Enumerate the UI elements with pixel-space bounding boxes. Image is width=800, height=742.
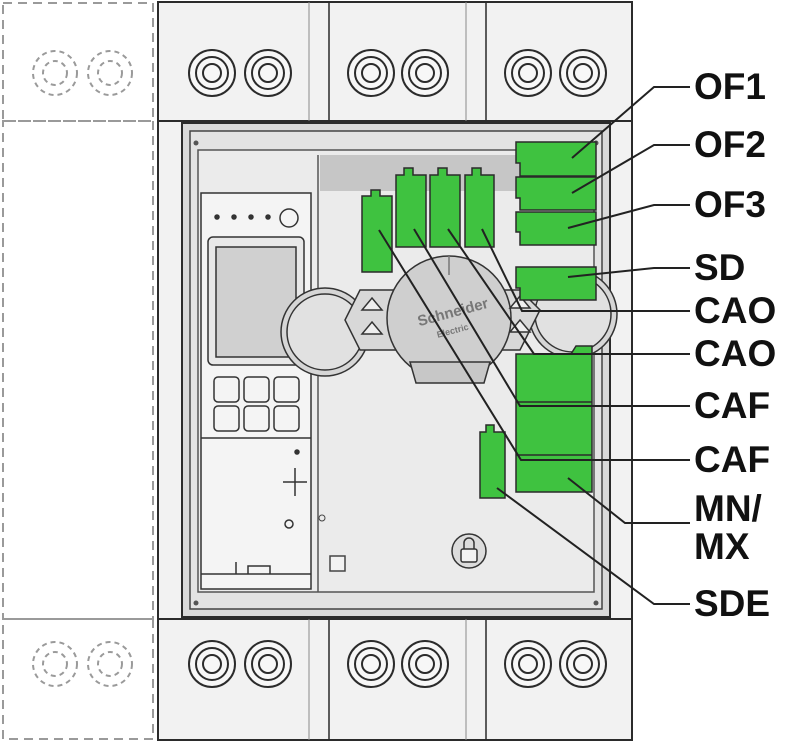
module-sde <box>479 424 506 499</box>
trip-unit <box>200 192 312 590</box>
terminal-screws-bottom <box>188 640 607 688</box>
panel-dot <box>318 514 326 522</box>
module-of1 <box>515 141 597 177</box>
leader-cao1 <box>481 228 690 312</box>
label-caf-2: CAF <box>694 439 771 480</box>
module-cao-1 <box>429 167 461 248</box>
leader-of1 <box>571 86 690 159</box>
label-sde: SDE <box>694 583 771 624</box>
leader-caf2 <box>378 229 690 461</box>
module-caf-left <box>361 189 393 273</box>
label-mnmx-line2: MX <box>694 526 750 567</box>
leader-sde <box>496 487 690 605</box>
module-of3 <box>515 211 597 246</box>
module-caf-2 <box>395 167 427 248</box>
label-of1: OF1 <box>694 66 766 107</box>
leader-caf1 <box>413 228 690 407</box>
label-mnmx-line1: MN/ <box>694 488 762 529</box>
leader-of2 <box>571 144 690 194</box>
module-of2 <box>515 176 597 211</box>
leader-mnmx <box>567 477 690 524</box>
label-caf-1: CAF <box>694 385 771 426</box>
leader-cao2 <box>447 228 690 355</box>
leader-lines <box>378 86 690 605</box>
label-of2: OF2 <box>694 124 766 165</box>
optional-pole-outline <box>2 2 154 740</box>
module-mnmx <box>515 345 593 493</box>
module-sd <box>515 266 597 301</box>
leader-sd <box>567 267 690 278</box>
terminal-screws-top <box>188 49 607 97</box>
label-sd: SD <box>694 247 746 288</box>
label-cao-2: CAO <box>694 333 777 374</box>
padlock-icon <box>451 533 487 569</box>
module-cao-2 <box>464 167 495 248</box>
small-square <box>329 555 346 572</box>
leader-of3 <box>567 204 690 229</box>
label-of3: OF3 <box>694 184 766 225</box>
dashed-terminal-screws <box>32 50 133 687</box>
label-cao-1: CAO <box>694 290 777 331</box>
auxiliary-modules <box>361 141 597 499</box>
